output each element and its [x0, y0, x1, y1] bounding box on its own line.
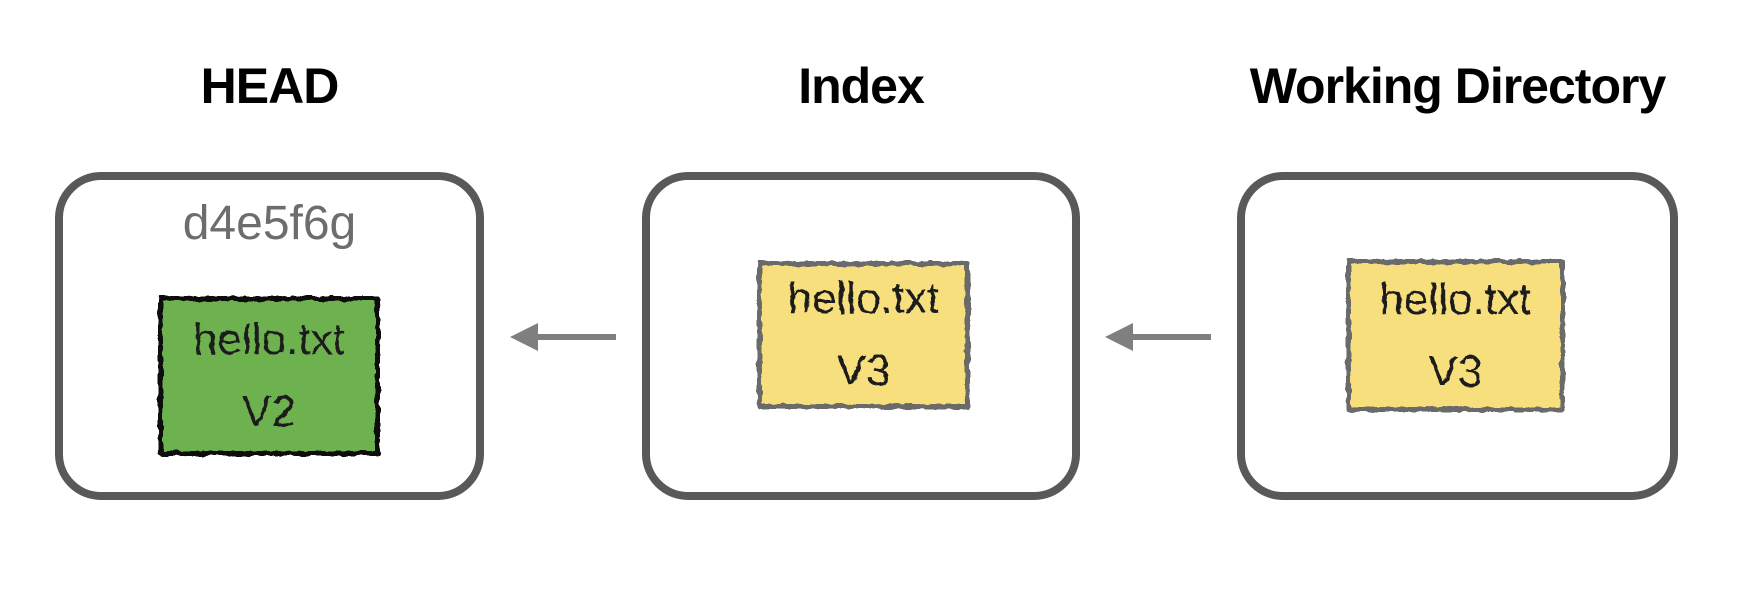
head-title: HEAD [200, 58, 340, 114]
index-title: Index [798, 58, 925, 114]
commit-hash-label: d4e5f6g [182, 197, 357, 250]
index-file-version: V3 [836, 346, 891, 395]
arrow-working-directory-to-index-icon [1105, 323, 1211, 351]
index-container: hello.txt V3 [642, 172, 1080, 500]
working-directory-file-version: V3 [1428, 346, 1483, 396]
working-directory-container: hello.txt V3 [1237, 172, 1678, 500]
index-file-name: hello.txt [787, 274, 940, 323]
working-directory-file-name: hello.txt [1379, 274, 1532, 324]
index-file-box: hello.txt V3 [757, 261, 970, 409]
working-directory-title: Working Directory [1249, 58, 1667, 114]
head-container: d4e5f6g hello.txt V2 [55, 172, 484, 500]
head-file-version: V2 [242, 387, 296, 436]
arrow-index-to-head-icon [510, 323, 616, 351]
head-file-name: hello.txt [193, 315, 345, 364]
head-file-box: hello.txt V2 [158, 296, 380, 456]
working-directory-file-box: hello.txt V3 [1346, 259, 1565, 412]
